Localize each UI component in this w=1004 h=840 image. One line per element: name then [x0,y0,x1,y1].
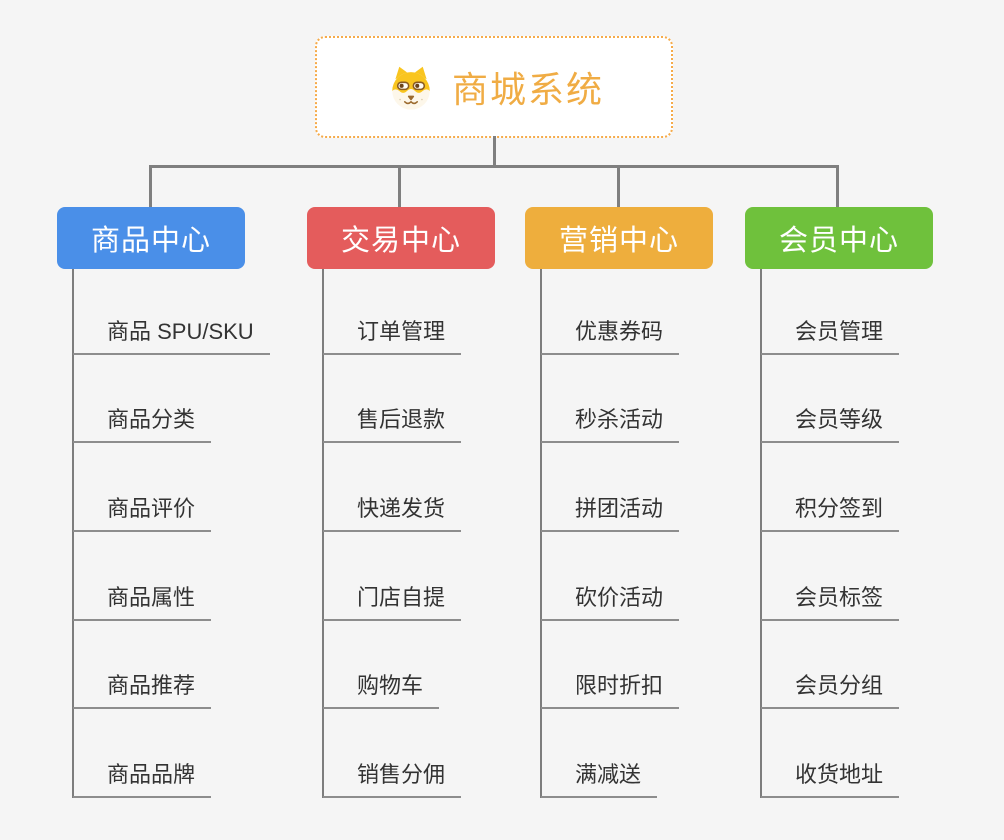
branch-marketing-center: 营销中心 优惠券码 秒杀活动 拼团活动 砍价活动 限时折扣 满减送 [525,207,785,807]
connector-drop-line [836,165,839,208]
leaf-node[interactable]: 商品分类 [73,405,212,443]
leaf-node[interactable]: 商品属性 [73,583,212,621]
leaf-node[interactable]: 满减送 [541,760,658,798]
leaf-node[interactable]: 会员等级 [761,405,900,443]
leaf-node[interactable]: 商品评价 [73,494,212,532]
leaf-node[interactable]: 商品推荐 [73,671,212,709]
leaf-node[interactable]: 购物车 [323,671,440,709]
branch-member-center: 会员中心 会员管理 会员等级 积分签到 会员标签 会员分组 收货地址 [745,207,1004,807]
leaf-node[interactable]: 订单管理 [323,317,462,355]
connector-drop-line [617,165,620,208]
leaf-node[interactable]: 商品品牌 [73,760,212,798]
leaf-node[interactable]: 会员管理 [761,317,900,355]
branch-label: 营销中心 [558,225,679,257]
leaf-node[interactable]: 销售分佣 [323,760,462,798]
branch-label: 交易中心 [340,225,461,257]
branch-header-trade-center[interactable]: 交易中心 [307,207,495,269]
connector-drop-line [149,165,152,208]
branch-label: 商品中心 [90,225,211,257]
leaf-node[interactable]: 会员标签 [761,583,900,621]
branch-trunk-line [72,269,74,798]
root-node[interactable]: 商城系统 [315,36,673,138]
leaf-node[interactable]: 快递发货 [323,494,462,532]
branch-trunk-line [760,269,762,798]
connector-drop-line [398,165,401,208]
branch-header-member-center[interactable]: 会员中心 [745,207,933,269]
leaf-node[interactable]: 积分签到 [761,494,900,532]
branch-header-marketing-center[interactable]: 营销中心 [525,207,713,269]
branch-product-center: 商品中心 商品 SPU/SKU 商品分类 商品评价 商品属性 商品推荐 商品品牌 [57,207,317,807]
branch-trunk-line [540,269,542,798]
branch-trunk-line [322,269,324,798]
leaf-node[interactable]: 会员分组 [761,671,900,709]
branch-header-product-center[interactable]: 商品中心 [57,207,245,269]
leaf-node[interactable]: 优惠券码 [541,317,680,355]
leaf-node[interactable]: 售后退款 [323,405,462,443]
leaf-node[interactable]: 限时折扣 [541,671,680,709]
leaf-node[interactable]: 砍价活动 [541,583,680,621]
leaf-node[interactable]: 秒杀活动 [541,405,680,443]
leaf-node[interactable]: 门店自提 [323,583,462,621]
leaf-node[interactable]: 收货地址 [761,760,900,798]
branch-label: 会员中心 [778,225,899,257]
branch-trade-center: 交易中心 订单管理 售后退款 快递发货 门店自提 购物车 销售分佣 [307,207,567,807]
connector-horizontal-line [150,165,839,168]
root-title: 商城系统 [451,69,604,110]
leaf-node[interactable]: 拼团活动 [541,494,680,532]
dog-face-icon [384,62,438,112]
connector-root-stem [493,136,496,168]
leaf-node[interactable]: 商品 SPU/SKU [73,317,270,355]
